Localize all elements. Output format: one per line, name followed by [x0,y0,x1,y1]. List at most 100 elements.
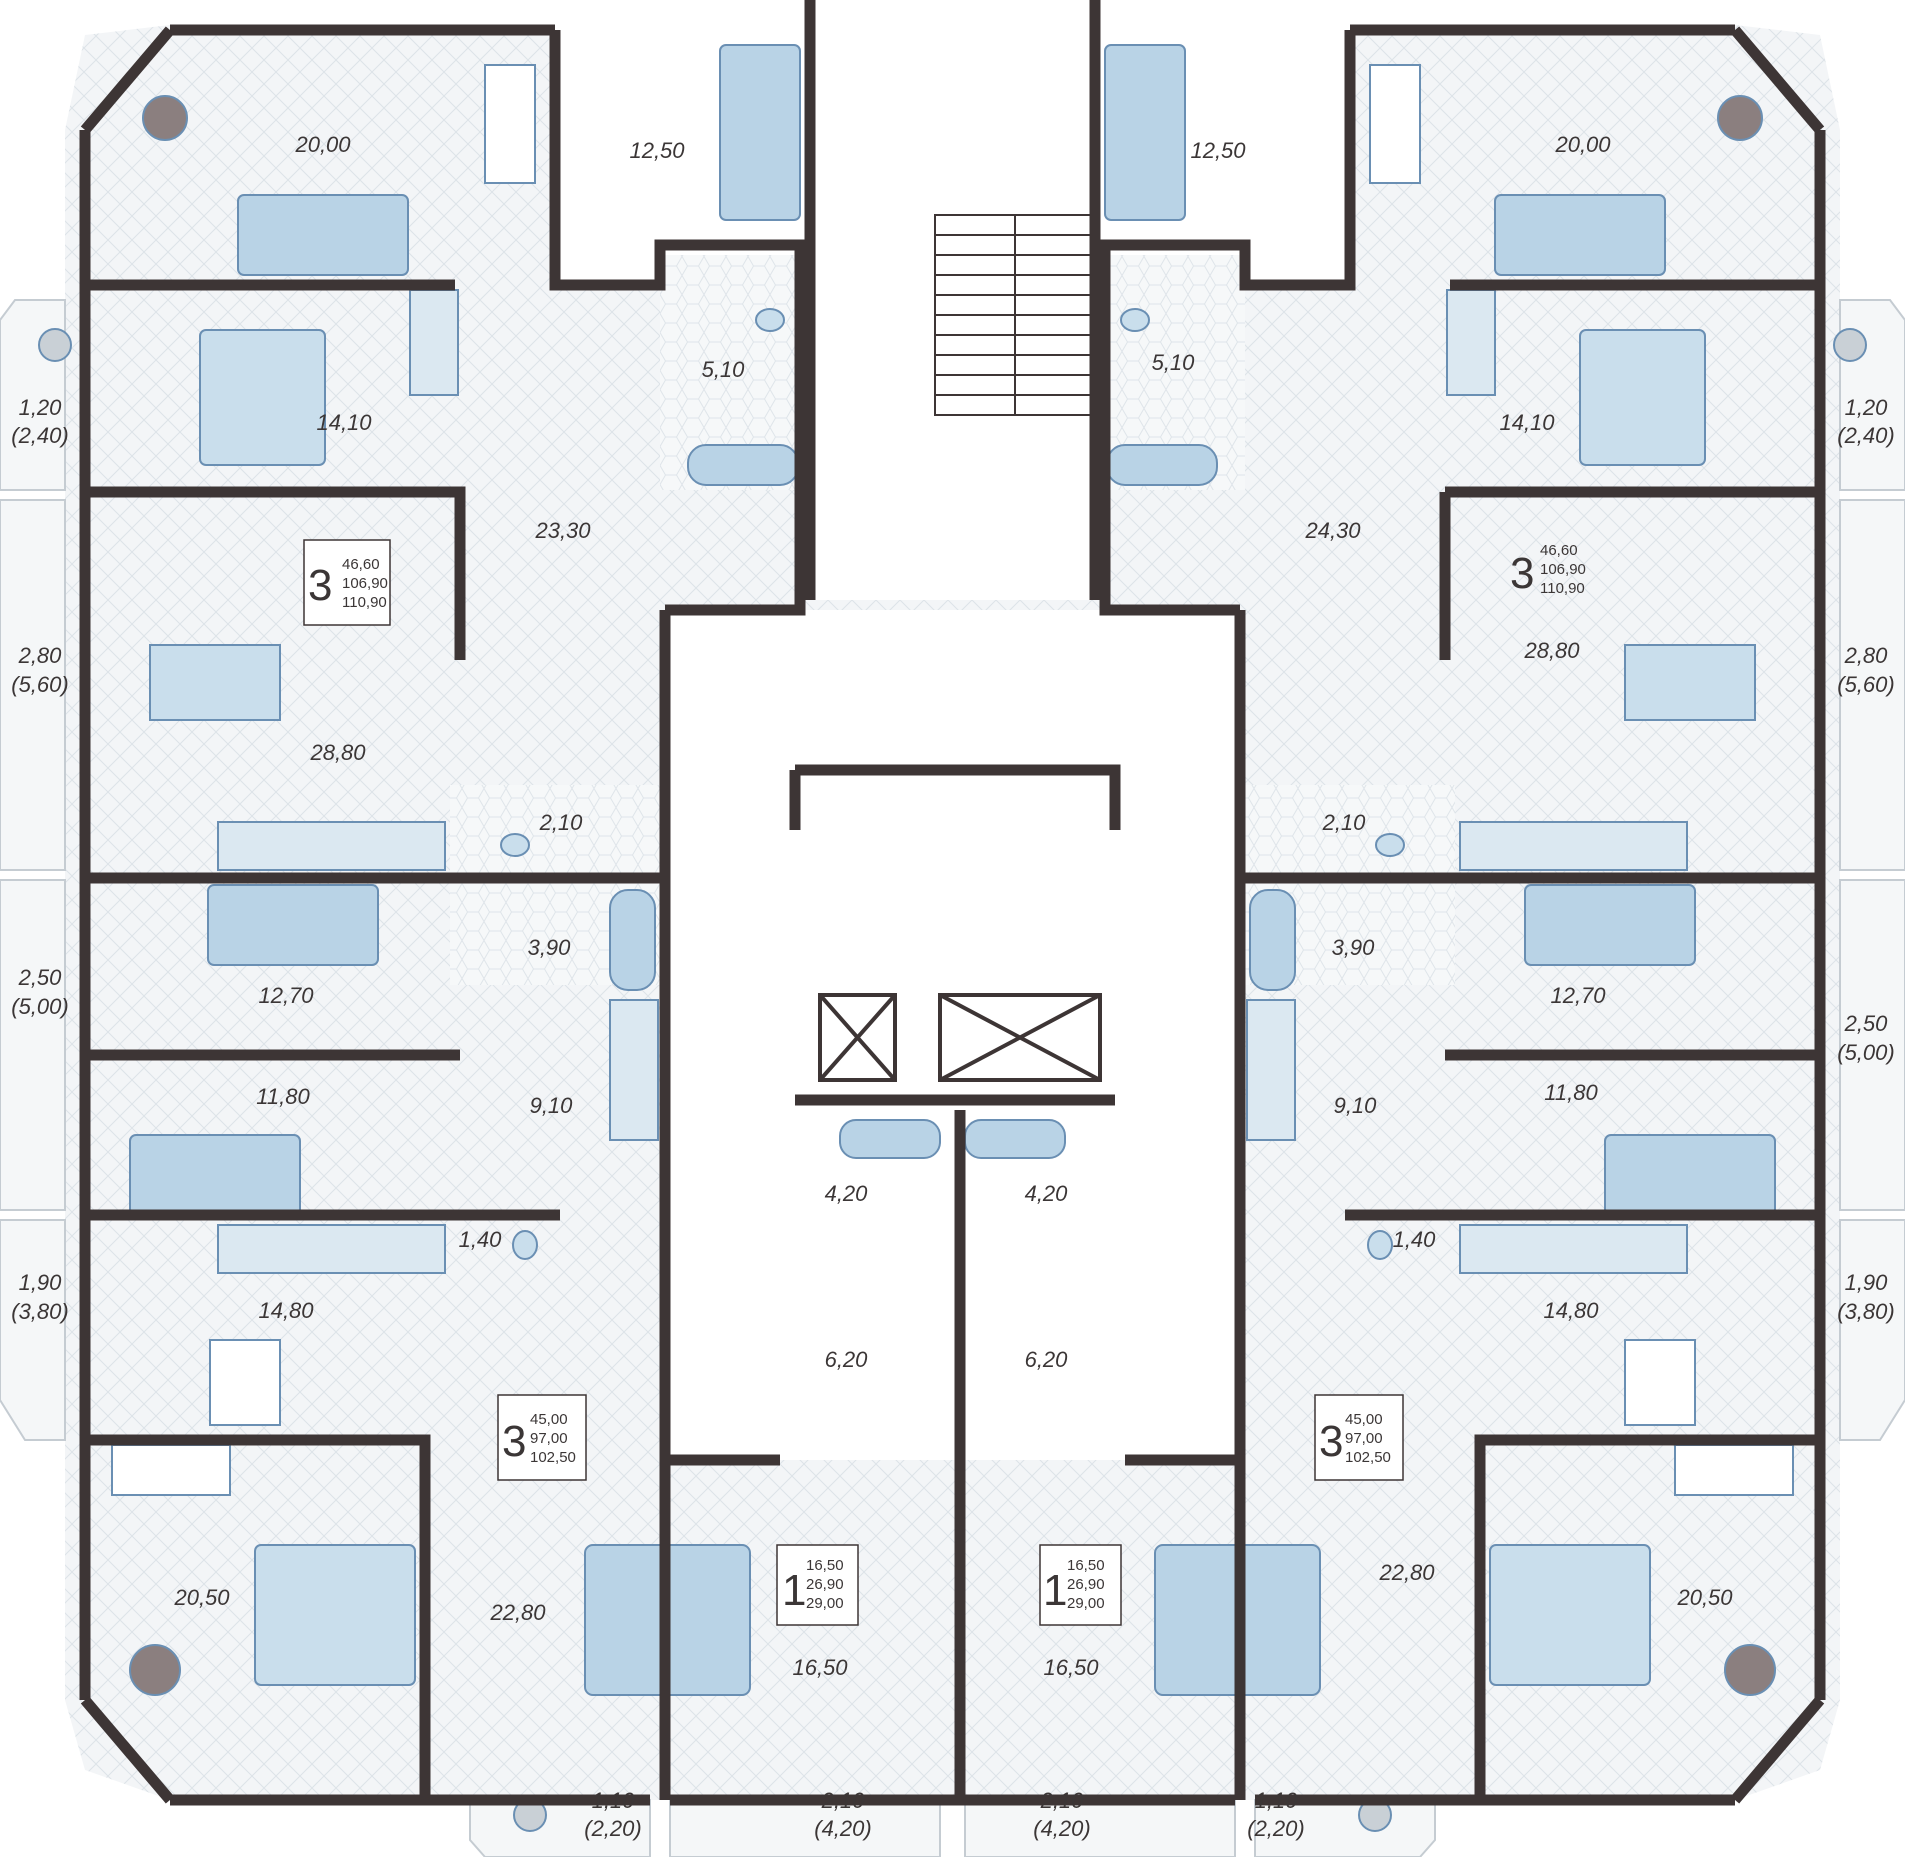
room-area: 14,80 [1543,1298,1599,1323]
room-area: 2,10 [1322,810,1367,835]
apartment-total: 97,00 [1345,1430,1383,1447]
apartment-living: 45,00 [530,1411,568,1428]
apartment-total-balcony: 102,50 [530,1449,576,1466]
balcony-total: (3,80) [1837,1299,1894,1324]
room-area: 9,10 [530,1093,574,1118]
balcony-total: (2,20) [1247,1816,1304,1841]
room-area: 6,20 [825,1347,869,1372]
room-area: 12,50 [629,138,685,163]
apartment-living: 45,00 [1345,1411,1383,1428]
balcony-area: 1,20 [19,395,63,420]
room-area: 14,10 [316,410,372,435]
plant-icon [129,1644,181,1696]
room-area: 11,80 [1544,1080,1598,1105]
furniture [38,44,1867,1832]
apartment-badge: 3 45,00 97,00 102,50 [1314,1394,1404,1481]
room-area: 4,20 [1025,1181,1069,1206]
apartment-total: 26,90 [806,1576,844,1593]
room-area: 1,40 [459,1227,503,1252]
apartment-rooms: 1 [1043,1566,1067,1615]
room-area: 20,00 [294,132,351,157]
apartment-badge: 1 16,50 26,90 29,00 [776,1544,859,1626]
piano-icon [484,64,536,184]
room-area: 14,10 [1499,410,1555,435]
bed-icon [1489,1544,1651,1686]
room-area: 5,10 [702,357,746,382]
bathtub-icon [964,1119,1066,1159]
balcony-area: 1,90 [19,1270,63,1295]
balcony-total: (2,40) [11,423,68,448]
apartment-total-balcony: 29,00 [1067,1595,1105,1612]
room-area: 16,50 [1043,1655,1099,1680]
walls [79,0,1826,1806]
balcony-total: (2,20) [584,1816,641,1841]
room-area: 5,10 [1152,350,1196,375]
balcony-total: (5,60) [11,672,68,697]
toilet-icon [500,833,530,857]
room-area: 12,50 [1190,138,1246,163]
apartment-total-balcony: 29,00 [806,1595,844,1612]
table-icon [1624,1339,1696,1426]
room-area: 1,40 [1393,1227,1437,1252]
balcony-total: (5,00) [11,994,68,1019]
sofa-icon [207,884,379,966]
room-area: 20,00 [1554,132,1611,157]
room-area: 28,80 [309,740,366,765]
room-labels: 20,00 12,50 12,50 20,00 5,10 5,10 14,10 … [173,132,1733,1680]
apartment-total-balcony: 110,90 [342,594,387,611]
plant-icon [38,328,72,362]
room-area: 28,80 [1523,638,1580,663]
apartment-living: 16,50 [806,1557,844,1574]
bed-icon [254,1544,416,1686]
apartment-total-balcony: 102,50 [1345,1449,1391,1466]
room-area: 11,80 [256,1084,310,1109]
apartment-rooms: 3 [1510,549,1534,598]
sofa-icon [1494,194,1666,276]
balcony-total: (4,20) [814,1816,871,1841]
apartment-total: 106,90 [1540,561,1586,578]
balcony-area: 2,50 [1844,1011,1889,1036]
room-area: 24,30 [1304,518,1361,543]
sofa-icon [1604,1134,1776,1216]
room-area: 3,90 [1332,935,1376,960]
apartment-total: 106,90 [342,575,388,592]
elevator-icon [818,993,1102,1082]
room-area: 12,70 [1550,983,1606,1008]
apartment-living: 46,60 [342,556,380,573]
toilet-icon [755,308,785,332]
balcony-area: 2,80 [1844,643,1889,668]
balcony-area: 2,80 [18,643,63,668]
apartment-badge: 3 46,60 106,90 110,90 [303,539,391,626]
apartment-rooms: 3 [502,1417,526,1466]
apartment-total-balcony: 110,90 [1540,580,1585,597]
room-area: 6,20 [1025,1347,1069,1372]
sofa-icon [719,44,801,221]
toilet-icon [1375,833,1405,857]
balcony-area: 1,10 [1255,1788,1299,1813]
bathtub-icon [1106,444,1218,486]
balcony-area: 2,10 [1040,1788,1085,1813]
room-area: 9,10 [1334,1093,1378,1118]
table-icon [149,644,281,721]
room-area: 16,50 [792,1655,848,1680]
piano-icon [1369,64,1421,184]
toilet-icon [1120,308,1150,332]
room-area: 4,20 [825,1181,869,1206]
room-area: 22,80 [1378,1560,1435,1585]
balcony-total: (5,60) [1837,672,1894,697]
apartment-badge: 3 45,00 97,00 102,50 [497,1394,587,1481]
room-area: 20,50 [173,1585,230,1610]
apartment-living: 16,50 [1067,1557,1105,1574]
apartment-rooms: 1 [782,1566,806,1615]
toilet-icon [1367,1230,1393,1260]
apartment-rooms: 3 [308,561,332,610]
room-area: 2,10 [539,810,584,835]
sofa-icon [1524,884,1696,966]
table-icon [1624,644,1756,721]
balcony-area: 2,10 [821,1788,866,1813]
plant-icon [1833,328,1867,362]
sofa-icon [1104,44,1186,221]
piano-icon [111,1444,231,1496]
bathtub-icon [687,444,799,486]
apartment-badge: 3 46,60 106,90 110,90 [1510,542,1586,598]
